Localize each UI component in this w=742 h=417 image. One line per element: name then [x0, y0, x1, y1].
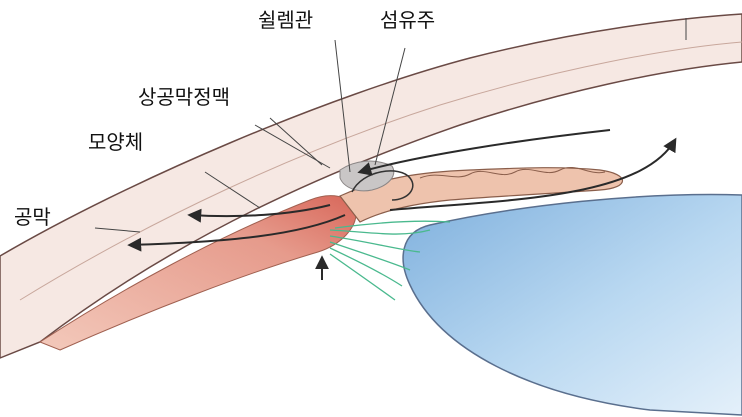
label-trabecular-meshwork: 섬유주: [380, 10, 435, 30]
label-schlemm-canal: 쉴렘관: [258, 10, 313, 30]
label-sclera: 공막: [14, 207, 51, 227]
lens: [403, 195, 742, 415]
label-ciliary-body: 모양체: [88, 132, 143, 152]
label-episcleral-vein: 상공막정맥: [138, 87, 230, 107]
